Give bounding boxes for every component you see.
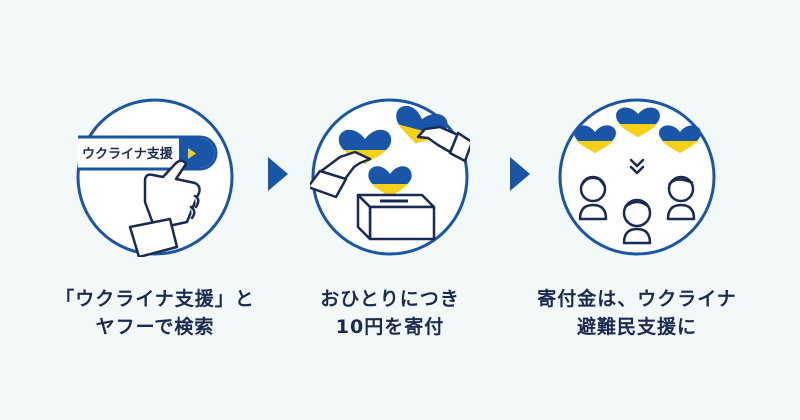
step-3-caption: 寄付金は、ウクライナ 避難民支援に [517,285,757,341]
step-1-illustration: ウクライナ支援 [75,97,235,257]
step-3-line-1: 寄付金は、ウクライナ [537,288,737,310]
step-1-line-2: ヤフーで検索 [95,316,215,338]
step-2-illustration [310,97,470,257]
step-2-line-1: おひとりにつき [320,288,460,310]
heart-icon-center [368,166,412,197]
person-icon-left [578,175,608,221]
search-bar-text: ウクライナ支援 [82,146,174,162]
heart-icon-3 [659,125,701,153]
step-2-caption: おひとりにつき 10円を寄付 [270,285,510,341]
giving-hand-right [416,125,470,163]
step-1-caption: 「ウクライナ支援」と ヤフーで検索 [35,285,275,341]
search-arrow-icon [188,148,196,159]
step-3-line-2: 避難民支援に [576,316,697,338]
triangle-arrow-right-icon [510,157,530,191]
donation-box-icon [356,193,436,241]
double-chevron-down-icon [629,158,645,175]
person-icon-center [622,198,652,245]
person-icon-right [666,175,696,221]
step-1-line-1: 「ウクライナ支援」と [55,288,255,310]
pointing-hand-icon [128,159,201,257]
step-2-line-2: 10円を寄付 [335,316,445,338]
heart-icon-1 [574,125,616,153]
search-bar-icon: ウクライナ支援 [78,135,218,171]
giving-hand-left [310,150,372,199]
heart-icon-2 [616,107,660,137]
step-3-illustration [557,97,717,257]
triangle-arrow-right-icon [268,157,288,191]
